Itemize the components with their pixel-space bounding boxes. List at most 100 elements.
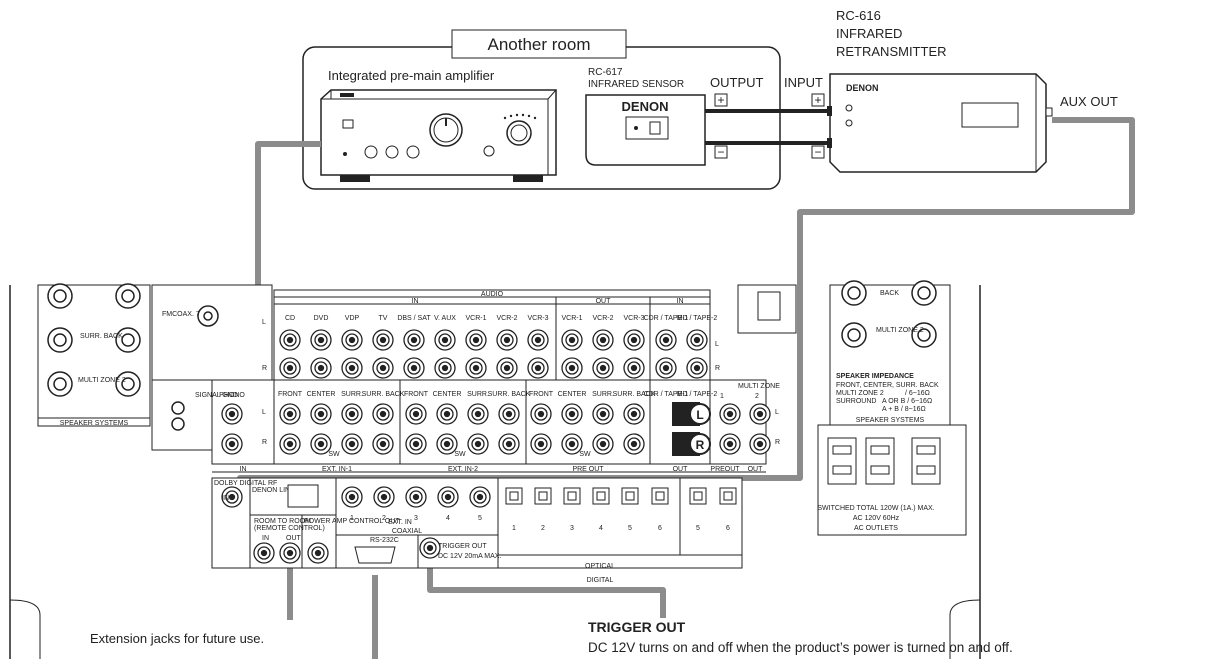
ext1-jack-L-2 <box>342 404 362 424</box>
bl-out2: OUT <box>748 466 764 473</box>
coax-num-3: 4 <box>446 515 450 522</box>
preout-sw-label: SW <box>579 451 591 458</box>
ac-outlets-label: AC OUTLETS <box>854 525 898 532</box>
top-jack-L-7 <box>497 330 517 350</box>
top-jack-R-8 <box>528 358 548 378</box>
coax-jack-1 <box>374 487 394 507</box>
sensor-type: INFRARED SENSOR <box>588 79 684 90</box>
ext-jacks-note: Extension jacks for future use. <box>90 631 264 646</box>
power-amp-label: POWER AMP CONTROL OUT <box>304 518 400 525</box>
top-jack-L-11 <box>624 330 644 350</box>
trigger-small-label: TRIGGER OUT <box>438 543 487 550</box>
retrans-line2: RETRANSMITTER <box>836 44 947 59</box>
optical-num-1: 2 <box>541 525 545 532</box>
top-label-5: V. AUX <box>434 315 456 322</box>
retrans-minus-sign: − <box>814 145 821 159</box>
preout-jack-R-2 <box>593 434 613 454</box>
trigger-jack <box>420 538 440 558</box>
top-label-1: DVD <box>314 315 329 322</box>
ext1-jack-R-0 <box>280 434 300 454</box>
ext2-jack-R-3 <box>499 434 519 454</box>
another-room-label: Another room <box>488 35 591 54</box>
output-label: OUTPUT <box>710 75 764 90</box>
ext2-sw-label: SW <box>454 451 466 458</box>
audio-in2-header: IN <box>677 298 684 305</box>
optical-port-inner-4 <box>626 492 634 500</box>
ext2-label-2: SURR. <box>467 391 489 398</box>
bl-preout: PRE OUT <box>572 466 604 473</box>
top-jack-L-2 <box>342 330 362 350</box>
surr-back-left-label: SURR. BACK <box>80 333 123 340</box>
top-jack-L-5 <box>435 330 455 350</box>
aux-out-label: AUX OUT <box>1060 94 1118 109</box>
top-jack-L-13 <box>687 330 707 350</box>
ac-outlets <box>828 438 940 484</box>
ext2-label-3: SURR. BACK <box>488 391 531 398</box>
room-to-room-label: ROOM TO ROOM <box>254 518 311 525</box>
top-jack-R-10 <box>593 358 613 378</box>
coax-num-4: 5 <box>478 515 482 522</box>
top-label-2: VDP <box>345 315 360 322</box>
audio-in-header: IN <box>412 298 419 305</box>
ext1-jack-L-3 <box>373 404 393 424</box>
optical-num-5: 6 <box>658 525 662 532</box>
sensor-brand: DENON <box>622 99 669 114</box>
power-amp-jack <box>308 543 328 563</box>
top-L-marker: L <box>262 319 266 326</box>
r2r-in-label: IN <box>262 535 269 542</box>
preout-jack-R-3 <box>624 434 644 454</box>
ext2-jack-L-3 <box>499 404 519 424</box>
optical-label: OPTICAL <box>585 563 615 570</box>
ext1-jack-R-2 <box>342 434 362 454</box>
coax-num-2: 3 <box>414 515 418 522</box>
top-label-13: MD / TAPE-2 <box>677 315 718 322</box>
ext2-label-0: FRONT <box>404 391 429 398</box>
plug-L: L <box>672 402 710 426</box>
top-jack-L-8 <box>528 330 548 350</box>
top-jack-R-4 <box>404 358 424 378</box>
r2r-in-jack <box>254 543 274 563</box>
r2r-out-label: OUT <box>286 535 302 542</box>
imp-line3: SURROUND <box>836 398 876 405</box>
top-jack-L-0 <box>280 330 300 350</box>
switched-label: SWITCHED TOTAL 120W (1A.) MAX. <box>817 505 934 512</box>
ext1-sw-label: SW <box>328 451 340 458</box>
optical-port-inner-0 <box>510 492 518 500</box>
mz2-jack-R <box>750 434 770 454</box>
sensor-minus-sign: − <box>717 145 724 159</box>
optical-port-inner-2 <box>568 492 576 500</box>
ext1-label-3: SURR. BACK <box>362 391 405 398</box>
imp-line3-value: A OR B / 6~16Ω <box>882 398 932 405</box>
optical-num-2: 3 <box>570 525 574 532</box>
remote-control-label: (REMOTE CONTROL) <box>254 525 325 532</box>
ac-label: AC 120V 60Hz <box>853 515 900 522</box>
rs232c-label: RS-232C <box>370 537 399 544</box>
top-jack-L-9 <box>562 330 582 350</box>
speaker-systems-left: SPEAKER SYSTEMS <box>60 420 129 427</box>
retrans-plus-sign: + <box>814 93 821 107</box>
coax-jack-4 <box>470 487 490 507</box>
preout-label-1: CENTER <box>558 391 587 398</box>
amplifier-label: Integrated pre-main amplifier <box>328 68 495 83</box>
top-R-marker-right: R <box>715 365 720 372</box>
rs232c-port <box>355 547 395 563</box>
preout-jack-R-0 <box>531 434 551 454</box>
optical-num-0: 1 <box>512 525 516 532</box>
ext2-label-1: CENTER <box>433 391 462 398</box>
input-label: INPUT <box>784 75 823 90</box>
optical-port-inner-5 <box>656 492 664 500</box>
bl-preout2: PREOUT <box>710 466 740 473</box>
top-jack-R-13 <box>687 358 707 378</box>
r2r-out-jack <box>280 543 300 563</box>
bl-ext1: EXT. IN-1 <box>322 466 352 473</box>
out2-label-1: MD / TAPE-2 <box>677 391 718 398</box>
preout-jack-R-1 <box>562 434 582 454</box>
ext1-jack-R-1 <box>311 434 331 454</box>
trigger-out-desc: DC 12V turns on and off when the product… <box>588 640 1013 655</box>
plug-R-letter: R <box>696 438 705 452</box>
dolby-in-label: IN <box>222 495 229 502</box>
preout-jack-L-1 <box>562 404 582 424</box>
ext1-label-2: SURR. <box>341 391 363 398</box>
top-L-marker-right: L <box>715 341 719 348</box>
retrans-model: RC-616 <box>836 8 881 23</box>
